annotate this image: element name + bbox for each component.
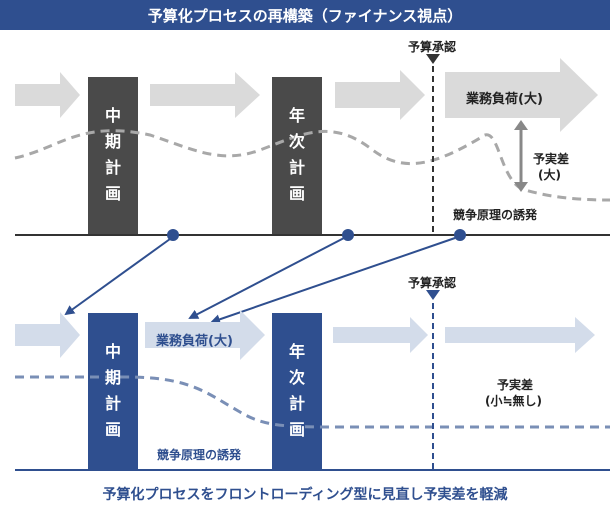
top-dot-2	[342, 229, 354, 241]
diagram-caption: 予算化プロセスをフロントローディング型に見直し予実差を軽減	[102, 487, 508, 503]
top-dot-1	[167, 229, 179, 241]
bottom-game-label: 競争原理の誘発	[157, 448, 242, 462]
bottom-midterm-plan-block	[88, 313, 138, 470]
top-midterm-plan-block	[88, 77, 138, 234]
top-variance-label-2: (大)	[538, 168, 561, 182]
top-game-label: 競争原理の誘発	[453, 208, 538, 222]
shift-arrow-2	[188, 237, 345, 319]
bottom-variance-label-2: (小≒無し)	[485, 394, 543, 408]
bottom-approval-label: 予算承認	[408, 276, 457, 290]
bottom-dashed-curve	[15, 375, 610, 429]
top-flow-arrow-2	[150, 72, 260, 118]
top-annual-plan-label: 年次 計画	[288, 106, 305, 203]
top-flow-arrow-1	[15, 72, 80, 118]
bottom-burden-label: 業務負荷(大)	[156, 334, 233, 349]
bottom-approval-marker	[426, 290, 440, 300]
top-midterm-plan-label: 中期 計画	[104, 106, 121, 203]
top-annual-plan-block	[272, 77, 322, 234]
bottom-flow-arrow-1	[15, 312, 80, 358]
top-variance-label-1: 予実差	[533, 152, 570, 166]
bottom-annual-plan-block	[272, 313, 322, 470]
bottom-flow-arrow-4	[445, 317, 595, 353]
top-approval-marker	[426, 54, 440, 64]
bottom-variance-label-1: 予実差	[497, 378, 534, 392]
top-burden-label: 業務負荷(大)	[466, 92, 543, 107]
bottom-annual-plan-label: 年次 計画	[288, 342, 305, 439]
bottom-midterm-plan-label: 中期 計画	[104, 342, 121, 439]
bottom-flow-arrow-3	[333, 317, 428, 353]
shift-arrow-1	[64, 238, 171, 316]
shift-arrows	[64, 237, 456, 325]
top-approval-label: 予算承認	[408, 40, 457, 54]
bottom-section	[15, 290, 610, 471]
top-dot-3	[454, 229, 466, 241]
top-flow-arrow-3	[335, 70, 425, 120]
top-big-arrow	[445, 58, 598, 132]
shift-arrow-3	[210, 237, 456, 325]
top-section	[14, 54, 610, 241]
diagram-title: 予算化プロセスの再構築（ファイナンス視点）	[0, 0, 610, 30]
bottom-flow-arrow-2	[145, 310, 265, 360]
